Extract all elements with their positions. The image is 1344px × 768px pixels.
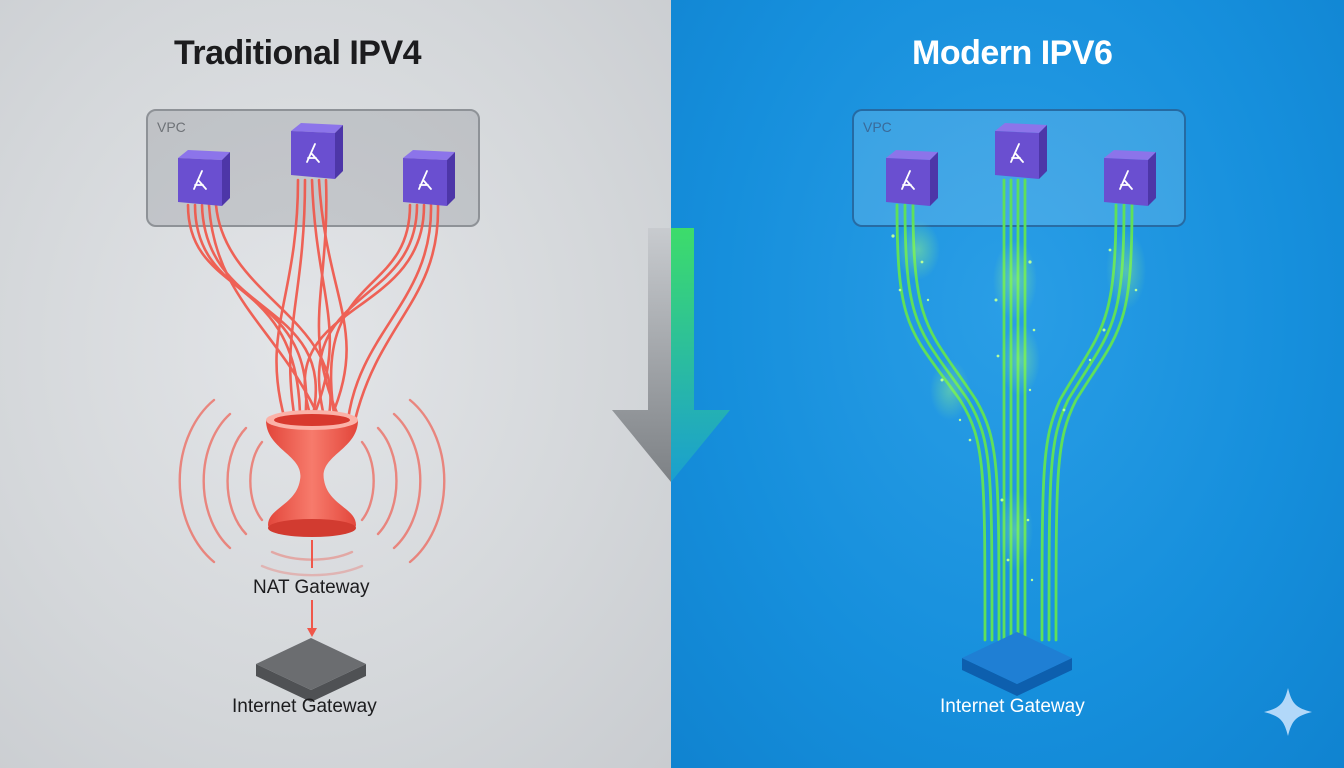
instance-cubes [178, 123, 1156, 206]
ipv6-title: Modern IPV6 [912, 34, 1113, 72]
lambda-cube-icon [291, 123, 343, 179]
lambda-cube-icon [178, 150, 230, 206]
ipv4-traffic-lines [186, 178, 440, 422]
ipv4-internet-gateway-icon [256, 638, 366, 702]
ipv6-internet-gateway-label: Internet Gateway [940, 696, 1085, 717]
lambda-cube-icon [403, 150, 455, 206]
down-arrow-icon [612, 228, 730, 482]
lambda-cube-icon [1104, 150, 1156, 206]
nat-congestion-waves [178, 398, 446, 577]
sparkle-icon [1264, 688, 1312, 736]
nat-to-igw-arrow [307, 600, 317, 637]
nat-gateway-icon [266, 410, 358, 568]
ipv6-internet-gateway-icon [962, 632, 1072, 696]
ipv4-internet-gateway-label: Internet Gateway [232, 696, 377, 717]
ipv6-vpc-label: VPC [863, 119, 892, 135]
lambda-cube-icon [995, 123, 1047, 179]
nat-gateway-label: NAT Gateway [253, 577, 370, 598]
ipv4-vpc-label: VPC [157, 119, 186, 135]
lambda-cube-icon [886, 150, 938, 206]
ipv6-traffic-glow [891, 220, 1146, 582]
ipv4-title: Traditional IPV4 [174, 34, 422, 72]
